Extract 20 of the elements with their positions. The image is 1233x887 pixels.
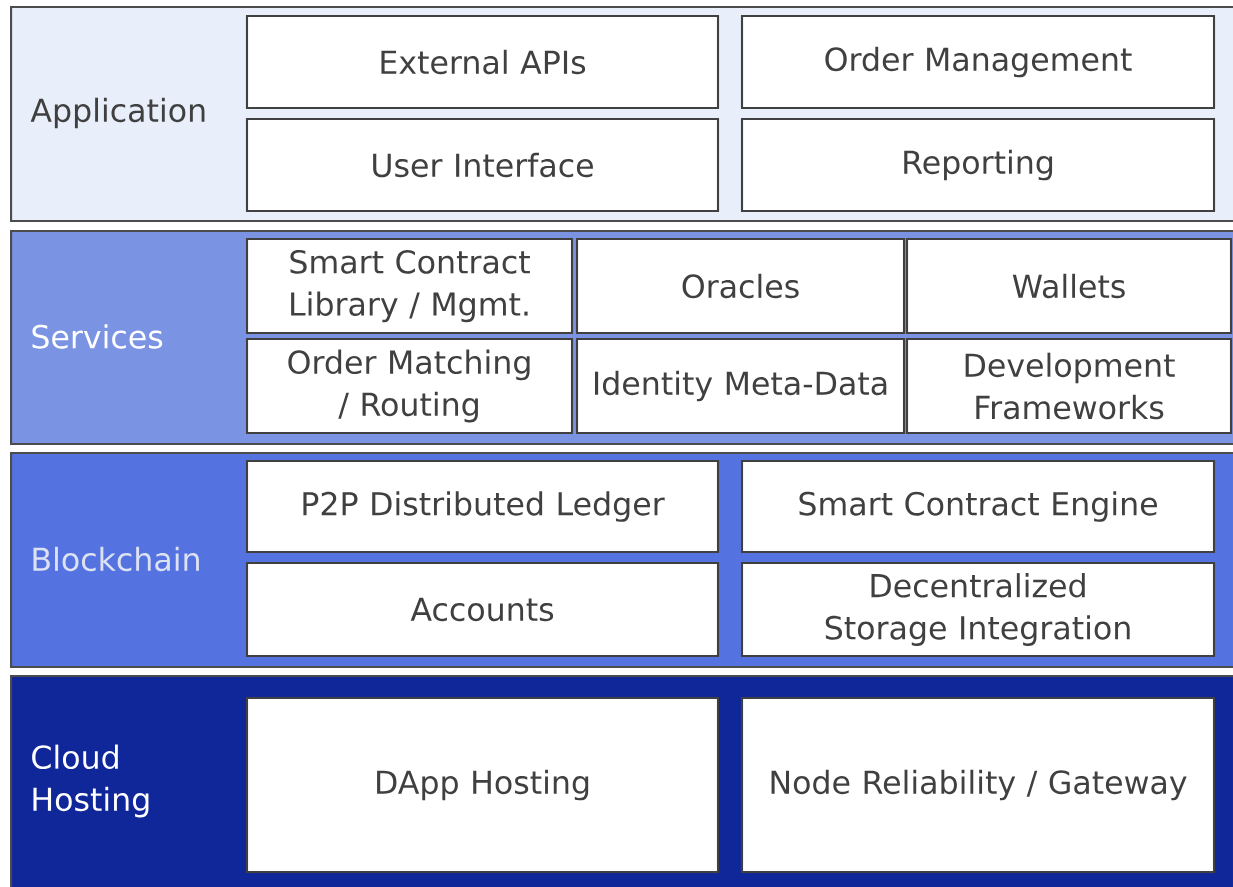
component-box: Decentralized Storage Integration [740,561,1216,658]
component-box: Oracles [575,237,906,335]
component-box: Smart Contract Engine [740,459,1216,554]
layer-heading: Application [30,97,205,129]
component-box: User Interface [245,117,720,213]
component-box: Identity Meta-Data [575,337,906,435]
layer-heading: Blockchain [33,546,199,572]
component-box: Node Reliability / Gateway [740,696,1216,874]
component-box: Reporting [740,117,1216,213]
component-box: External APIs [245,14,720,110]
component-box: Smart Contract Library / Mgmt. [245,237,574,335]
component-box: P2P Distributed Ledger [245,459,720,554]
layer-heading: Cloud Hosting [32,744,149,818]
component-box: Development Frameworks [905,337,1233,435]
layer-heading: Services [32,324,163,349]
component-box: Order Management [740,14,1216,110]
component-box: Order Matching / Routing [245,337,574,435]
component-box: DApp Hosting [245,696,720,874]
component-box: Accounts [245,561,720,658]
component-box: Wallets [905,237,1233,335]
